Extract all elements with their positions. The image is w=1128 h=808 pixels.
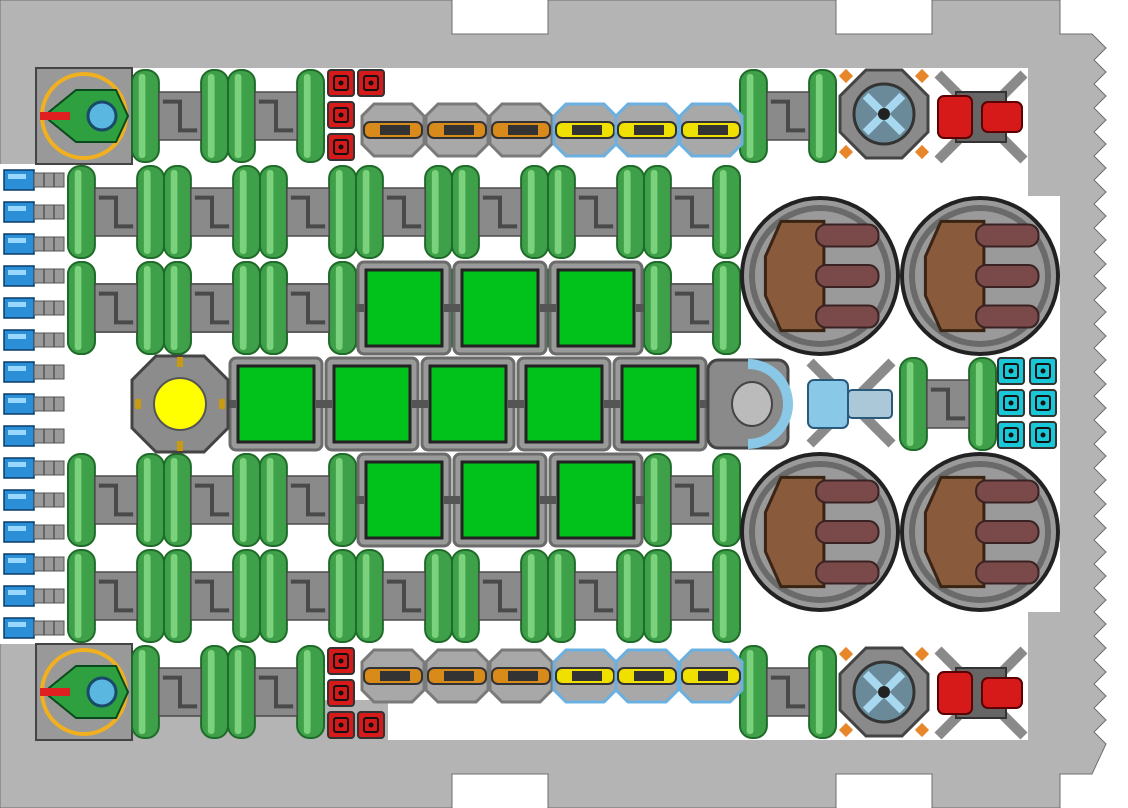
battery-cell[interactable] [3,201,65,223]
cyan-armor-block[interactable] [1029,357,1057,385]
railgun[interactable] [614,102,680,158]
cyan-armor-block[interactable] [1029,421,1057,449]
battery-cell[interactable] [3,169,65,191]
red-armor-block[interactable] [327,711,355,739]
fuel-tank-main[interactable] [67,261,165,355]
fuel-tank-top[interactable] [131,69,229,163]
battery-cell[interactable] [3,425,65,447]
battery-cell[interactable] [3,489,65,511]
battery-cell[interactable] [3,297,65,319]
battery-cell[interactable] [3,617,65,639]
cargo-container[interactable] [452,260,548,356]
fuel-tank-engine[interactable] [899,357,997,451]
fuel-tank-main[interactable] [67,165,165,259]
red-armor-block[interactable] [327,679,355,707]
fuel-tank-main[interactable] [451,549,549,643]
battery-cell[interactable] [3,457,65,479]
railgun[interactable] [552,102,618,158]
autocannon[interactable] [360,648,426,704]
ai-core-bottom[interactable] [35,643,133,741]
cargo-container[interactable] [612,356,708,452]
cyan-armor-block[interactable] [997,389,1025,417]
fuel-tank-main[interactable] [259,165,357,259]
gyroscope[interactable] [130,354,230,454]
fuel-tank-main[interactable] [547,549,645,643]
cyan-armor-block[interactable] [997,357,1025,385]
autocannon[interactable] [424,102,490,158]
autocannon[interactable] [488,648,554,704]
battery-cell[interactable] [3,521,65,543]
cyan-armor-block[interactable] [1029,389,1057,417]
battery-cell[interactable] [3,329,65,351]
fuel-tank-bottom[interactable] [131,645,229,739]
red-armor-block[interactable] [327,647,355,675]
fuel-tank-main[interactable] [67,549,165,643]
cargo-container[interactable] [548,452,644,548]
heavy-turret[interactable] [900,452,1060,612]
railgun[interactable] [678,648,744,704]
fuel-tank-main[interactable] [643,165,741,259]
fuel-tank-top[interactable] [227,69,325,163]
fuel-tank-bottom-right[interactable] [739,645,837,739]
fuel-tank-main[interactable] [643,261,741,355]
cargo-container[interactable] [356,260,452,356]
fuel-tank-main[interactable] [259,549,357,643]
battery-cell[interactable] [3,265,65,287]
fuel-tank-main[interactable] [163,453,261,547]
red-armor-block[interactable] [327,69,355,97]
fuel-tank-main[interactable] [163,261,261,355]
fuel-tank-main[interactable] [163,165,261,259]
fuel-tank-main[interactable] [643,549,741,643]
cooling-fan-top[interactable] [838,68,930,160]
fuel-tank-bottom[interactable] [227,645,325,739]
fuel-tank-main[interactable] [547,165,645,259]
fuel-tank-main[interactable] [355,549,453,643]
fuel-tank-main[interactable] [259,261,357,355]
fuel-tank-main[interactable] [259,453,357,547]
heavy-turret[interactable] [900,196,1060,356]
cargo-container[interactable] [452,452,548,548]
cargo-container[interactable] [420,356,516,452]
battery-cell[interactable] [3,553,65,575]
battery-cell[interactable] [3,233,65,255]
cargo-container[interactable] [548,260,644,356]
red-armor-block[interactable] [327,101,355,129]
heavy-turret[interactable] [740,196,900,356]
red-armor-block[interactable] [327,133,355,161]
battery-cell[interactable] [3,585,65,607]
cargo-container[interactable] [356,452,452,548]
railgun[interactable] [552,648,618,704]
fuel-tank-main[interactable] [67,453,165,547]
main-engine[interactable] [706,358,896,450]
autocannon[interactable] [360,102,426,158]
battery-cell[interactable] [3,393,65,415]
railgun[interactable] [678,102,744,158]
cargo-container[interactable] [516,356,612,452]
cyan-armor-block[interactable] [997,421,1025,449]
cargo-container[interactable] [228,356,324,452]
fuel-tank-top-right[interactable] [739,69,837,163]
fuel-tank-main[interactable] [355,165,453,259]
autocannon[interactable] [488,102,554,158]
red-laser-top[interactable] [934,70,1028,164]
railgun[interactable] [614,648,680,704]
cooling-fan-bottom[interactable] [838,646,930,738]
red-armor-block[interactable] [357,711,385,739]
ai-core-top[interactable] [35,67,133,165]
fuel-tank-main[interactable] [643,453,741,547]
red-armor-block[interactable] [357,69,385,97]
red-laser-bottom[interactable] [934,646,1028,740]
battery-cell[interactable] [3,361,65,383]
autocannon[interactable] [424,648,490,704]
cargo-container[interactable] [324,356,420,452]
heavy-turret[interactable] [740,452,900,612]
